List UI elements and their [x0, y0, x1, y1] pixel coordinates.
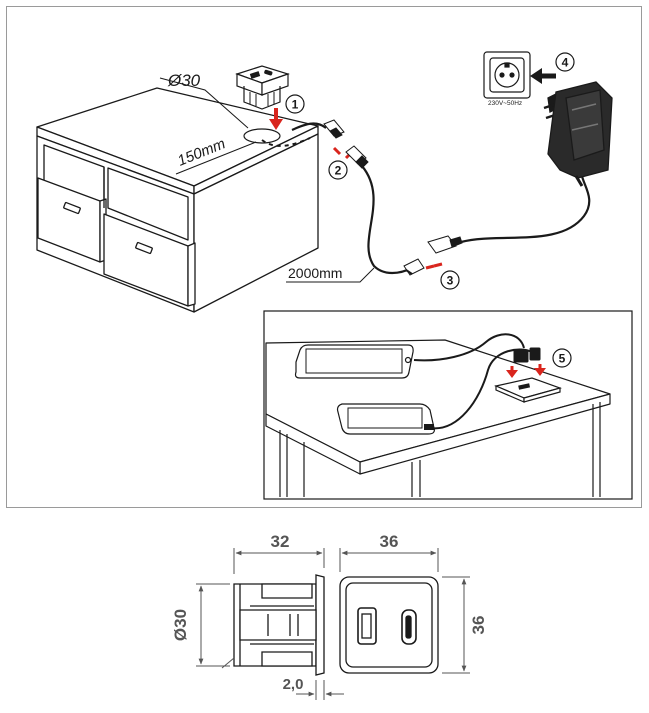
diameter-tick: [221, 657, 235, 669]
extension-cable: [361, 165, 413, 275]
step-2-marker: 2: [328, 160, 348, 180]
width-label: 36: [380, 532, 399, 551]
step-5-number: 5: [559, 352, 566, 366]
connect-arrow-3b: [433, 262, 443, 268]
step-3-marker: 3: [440, 270, 460, 290]
step-5-marker: 5: [552, 348, 572, 368]
phone-plug: [424, 424, 434, 430]
table-socket: [494, 377, 562, 403]
phone-device: [336, 403, 435, 435]
socket-cable: [291, 122, 327, 131]
installation-frame: [6, 6, 642, 508]
step-4-number: 4: [562, 56, 569, 70]
step-2-number: 2: [335, 164, 342, 178]
connector-pair-3: [403, 235, 463, 276]
depth-label: 32: [271, 532, 290, 551]
usb-socket-module: [235, 65, 290, 110]
insert-arrow-5b-head: [534, 368, 546, 376]
plug-in-arrow-head: [530, 68, 542, 84]
usb-plugs: [513, 347, 541, 363]
tablet-device: [294, 344, 414, 379]
connector-socket-side: [323, 119, 345, 139]
insert-arrow-head: [269, 119, 283, 130]
step-3-number: 3: [447, 274, 454, 288]
diameter-label: Ø30: [171, 609, 190, 641]
adapter-rating-label: 230V~50Hz: [488, 100, 522, 107]
power-adapter: [543, 81, 613, 187]
adapter-cable: [460, 175, 591, 244]
cable-length-label: 2000mm: [288, 265, 342, 281]
side-view: [233, 574, 325, 676]
hidden-cable: [261, 137, 311, 147]
front-view: [339, 576, 439, 674]
step-1-marker: 1: [285, 94, 305, 114]
tablet-cable: [413, 333, 525, 362]
step-4-marker: 4: [555, 52, 575, 72]
cutout-hole: [243, 128, 281, 144]
height-label: 36: [469, 616, 488, 635]
distance-leader-line: [175, 141, 257, 175]
hole-leader-line: [159, 77, 249, 129]
flange-label: 2,0: [283, 676, 304, 693]
connect-arrow-3a: [425, 264, 435, 270]
cable-length-leader: [286, 267, 375, 283]
connect-arrow-left: [332, 146, 342, 156]
desk-cabinet: [36, 87, 319, 313]
wall-outlet: [483, 51, 531, 99]
insert-arrow-5a-head: [506, 370, 518, 378]
connector-cable-side: [345, 145, 369, 169]
hole-diameter-label: Ø30: [167, 71, 201, 90]
step-1-number: 1: [292, 98, 299, 112]
